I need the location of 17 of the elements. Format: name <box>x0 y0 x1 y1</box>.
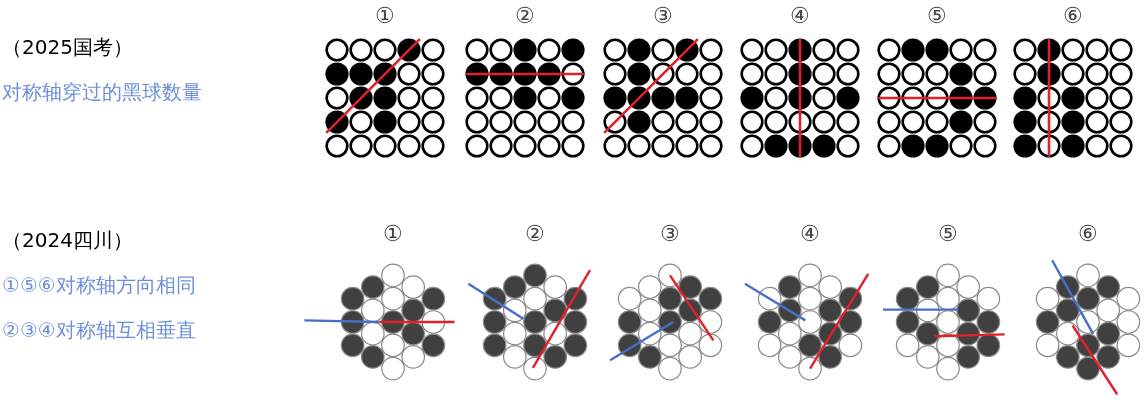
highlight-note: ①⑤⑥对称轴方向相同 <box>2 273 196 297</box>
source-note: （2025国考） <box>2 35 133 59</box>
figure-number: ④ <box>790 4 810 28</box>
figure-number: ② <box>515 4 535 28</box>
highlight-note: ②③④对称轴互相垂直 <box>2 318 196 342</box>
figure-number: ⑥ <box>1063 4 1083 28</box>
source-note: （2024四川） <box>2 228 133 252</box>
figure-number: ③ <box>653 4 673 28</box>
figure-number: ② <box>525 222 545 246</box>
figure-number: ① <box>375 4 395 28</box>
figure-number: ① <box>383 222 403 246</box>
figure-number: ⑤ <box>927 4 947 28</box>
figure-number: ③ <box>660 222 680 246</box>
figure-number: ④ <box>800 222 820 246</box>
figure-number: ⑥ <box>1078 222 1098 246</box>
highlight-note: 对称轴穿过的黑球数量 <box>2 80 202 104</box>
figure-number: ⑤ <box>938 222 958 246</box>
